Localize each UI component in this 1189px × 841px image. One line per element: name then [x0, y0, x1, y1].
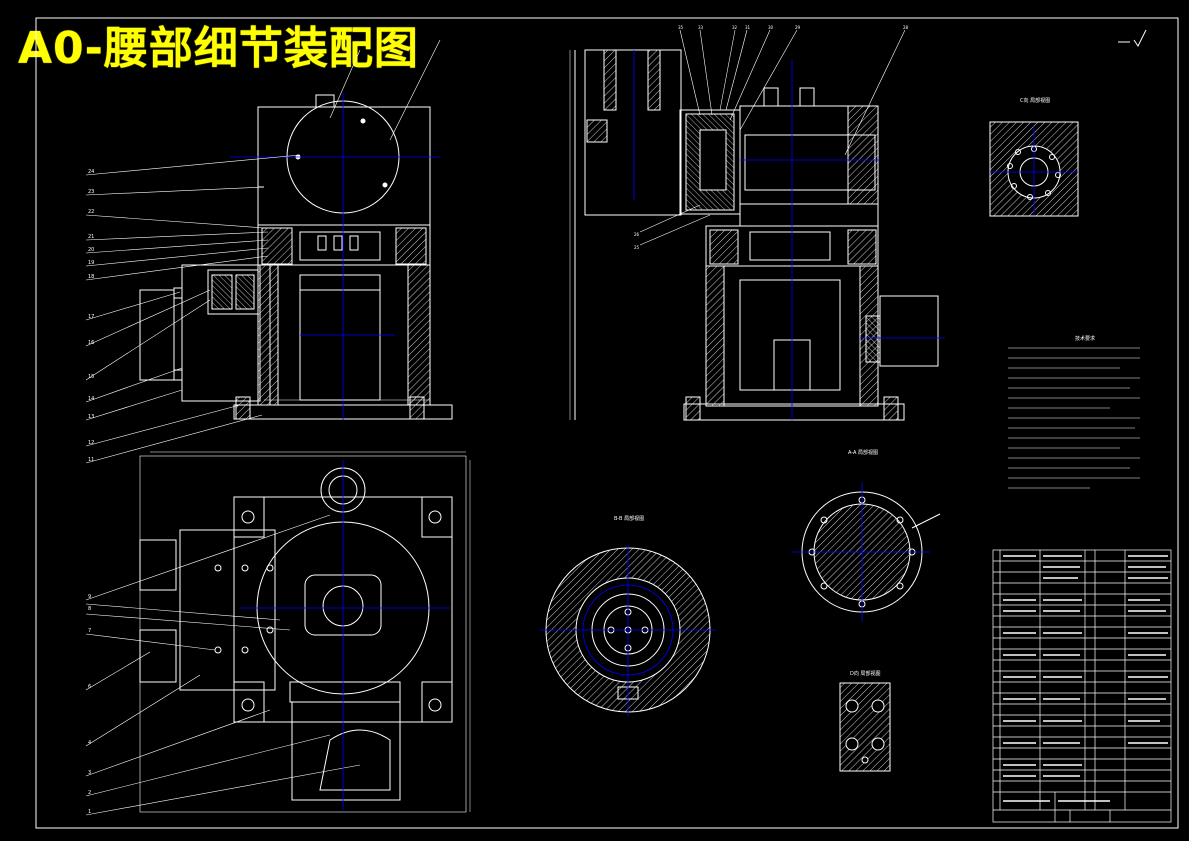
svg-text:20: 20 [88, 247, 94, 253]
svg-text:9: 9 [88, 594, 91, 600]
side-section-view [574, 49, 939, 421]
svg-text:28: 28 [903, 25, 909, 30]
svg-text:35: 35 [678, 25, 684, 30]
svg-text:6: 6 [88, 684, 91, 690]
roughness-mark [1118, 29, 1147, 47]
svg-text:4: 4 [88, 740, 91, 746]
svg-text:18: 18 [88, 274, 94, 280]
svg-text:11: 11 [88, 457, 94, 463]
svg-text:D向 局部视图: D向 局部视图 [850, 670, 880, 677]
top-view [139, 455, 467, 813]
svg-text:技术要求: 技术要求 [1075, 335, 1095, 342]
parts-list-text [1003, 555, 1168, 802]
leader-lines-left [85, 39, 441, 816]
front-section-view [139, 94, 453, 420]
svg-text:19: 19 [88, 260, 94, 266]
svg-text:24: 24 [88, 169, 94, 175]
dimension-lines [150, 50, 571, 812]
svg-text:25: 25 [634, 245, 640, 250]
svg-text:32: 32 [732, 25, 738, 30]
technical-notes: 技术要求 [1008, 335, 1140, 489]
svg-text:2: 2 [88, 790, 91, 796]
svg-text:15: 15 [88, 374, 94, 380]
parts-list-table [992, 549, 1172, 823]
svg-text:14: 14 [88, 396, 94, 402]
svg-text:12: 12 [88, 440, 94, 446]
svg-text:26: 26 [634, 232, 640, 237]
drawing-frame [35, 17, 1179, 829]
svg-text:31: 31 [745, 25, 751, 30]
svg-text:C向 局部视图: C向 局部视图 [1020, 97, 1050, 104]
svg-text:23: 23 [88, 189, 94, 195]
svg-text:1: 1 [88, 809, 91, 815]
drawing-title: A0-腰部细节装配图 [18, 23, 419, 74]
svg-text:30: 30 [768, 25, 774, 30]
detail-d-view [839, 682, 891, 772]
svg-text:A-A 局部视图: A-A 局部视图 [848, 449, 878, 456]
svg-text:13: 13 [88, 414, 94, 420]
svg-text:3: 3 [88, 770, 91, 776]
svg-text:B-B 局部视图: B-B 局部视图 [614, 515, 644, 522]
leader-lines-middle [639, 29, 906, 246]
svg-text:22: 22 [88, 209, 94, 215]
svg-text:33: 33 [698, 25, 704, 30]
svg-text:21: 21 [88, 234, 94, 240]
svg-text:8: 8 [88, 606, 91, 612]
svg-text:29: 29 [795, 25, 801, 30]
svg-text:16: 16 [88, 340, 94, 346]
svg-text:17: 17 [88, 314, 94, 320]
svg-text:7: 7 [88, 628, 91, 634]
